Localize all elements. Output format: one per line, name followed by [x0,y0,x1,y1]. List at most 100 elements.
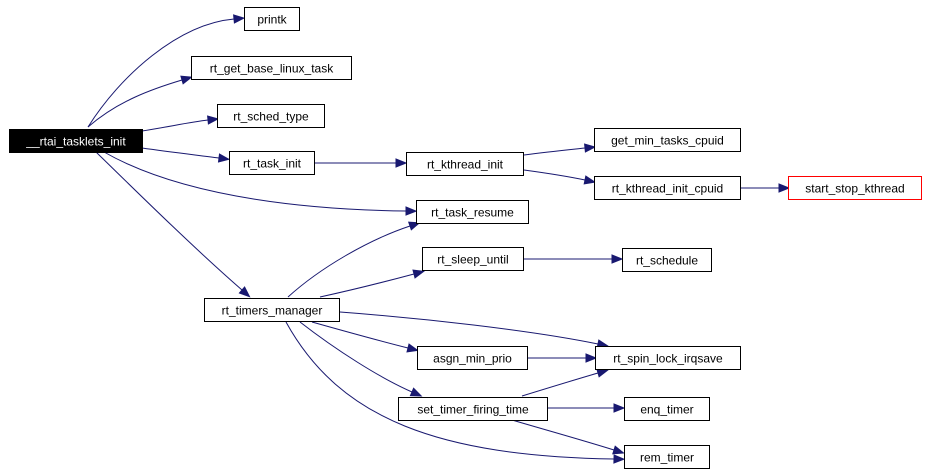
node-rt-kthread-init-cpuid[interactable]: rt_kthread_init_cpuid [594,176,741,200]
node-asgn-min-prio[interactable]: asgn_min_prio [417,346,528,370]
node-rt-sched-type[interactable]: rt_sched_type [217,104,325,128]
edge-line [319,273,415,298]
edge-rt_kthread_init_cpuid-to-start_stop_kthread [741,183,791,193]
arrowhead [613,454,626,464]
node-rt-spin-lock-irqsave[interactable]: rt_spin_lock_irqsave [595,346,741,370]
node-box[interactable] [624,397,710,421]
edge-rtai_tasklets_init-to-rt_timers_manager [95,151,251,298]
edge-line [299,321,413,393]
node-label: printk [257,13,287,27]
arrowhead [596,368,609,378]
arrowhead [238,286,251,298]
node-box[interactable] [204,298,340,322]
edge-rt_kthread_init-to-rt_kthread_init_cpuid [523,169,597,185]
edge-set_timer_firing_time-to-rt_spin_lock_irqsave [521,368,609,397]
edge-line [141,147,220,159]
edge-line [285,321,615,460]
node-box[interactable] [788,176,922,200]
node-box[interactable] [9,129,143,153]
node-box[interactable] [416,200,529,224]
edge-rt_sleep_until-to-rt_schedule [524,254,624,264]
node-label: rt_spin_lock_irqsave [613,352,723,366]
edge-rt_timers_manager-to-asgn_min_prio [311,321,419,353]
node-label: rem_timer [640,451,694,465]
edge-rt_timers_manager-to-set_timer_firing_time [299,321,423,397]
edge-line [287,225,411,298]
node-layer: __rtai_tasklets_init printk rt_get_base_li… [9,7,922,469]
arrowhead [180,75,193,85]
node-rt-sleep-until[interactable]: rt_sleep_until [422,247,524,271]
node-box[interactable] [594,128,741,152]
edge-line [311,321,409,349]
node-box[interactable] [595,346,741,370]
edge-line [521,372,599,397]
node-get-min-tasks-cpuid[interactable]: get_min_tasks_cpuid [594,128,741,152]
edge-line [103,151,407,212]
node-label: __rtai_tasklets_init [25,135,126,149]
node-label: start_stop_kthread [805,182,904,196]
edge-rt_timers_manager-to-rt_sleep_until [319,269,425,298]
node-box[interactable] [217,104,325,128]
node-start-stop-kthread[interactable]: start_stop_kthread [788,176,922,200]
edge-layer [87,14,791,464]
edge-line [523,169,586,181]
edge-line [87,18,235,128]
node-rt-get-base-linux-task[interactable]: rt_get_base_linux_task [191,56,352,80]
edge-set_timer_firing_time-to-rem_timer [511,419,625,455]
node-box[interactable] [244,7,300,31]
node-rt-timers-manager[interactable]: rt_timers_manager [204,298,340,322]
node-rt-task-init[interactable]: rt_task_init [229,151,315,175]
edge-rtai_tasklets_init-to-printk [87,14,246,128]
edge-line [95,151,243,291]
node-rtai-tasklets-init[interactable]: __rtai_tasklets_init [9,129,143,153]
node-label: rt_get_base_linux_task [210,62,334,76]
node-label: set_timer_firing_time [417,403,529,417]
node-box[interactable] [191,56,352,80]
arrowhead [412,269,425,279]
node-rem-timer[interactable]: rem_timer [624,445,710,469]
edge-rt_timers_manager-to-rem_timer [285,321,626,464]
edge-asgn_min_prio-to-rt_spin_lock_irqsave [528,353,598,363]
node-label: rt_schedule [636,254,698,268]
node-enq-timer[interactable]: enq_timer [624,397,710,421]
node-label: asgn_min_prio [433,352,512,366]
edge-set_timer_firing_time-to-enq_timer [548,403,626,413]
arrowhead [207,115,220,125]
arrowhead [406,343,419,353]
node-box[interactable] [229,151,315,175]
arrowhead [217,153,231,163]
node-printk[interactable]: printk [244,7,300,31]
node-rt-schedule[interactable]: rt_schedule [622,248,712,272]
edge-rtai_tasklets_init-to-rt_task_resume [103,151,418,216]
node-box[interactable] [624,445,710,469]
edge-rtai_tasklets_init-to-rt_task_init [141,147,231,163]
node-rt-kthread-init[interactable]: rt_kthread_init [406,152,524,176]
edge-rtai_tasklets_init-to-rt_get_base_linux_task [87,75,193,128]
node-box[interactable] [422,247,524,271]
arrowhead [612,445,625,455]
arrowhead [583,175,597,185]
node-rt-task-resume[interactable]: rt_task_resume [416,200,529,224]
arrowhead [395,158,408,168]
edge-line [523,147,586,156]
node-box[interactable] [406,152,524,176]
edge-rt_timers_manager-to-rt_spin_lock_irqsave [339,311,610,349]
node-label: rt_sched_type [233,110,309,124]
edge-line [141,119,209,132]
node-box[interactable] [622,248,712,272]
node-box[interactable] [417,346,528,370]
edge-line [87,79,183,128]
arrowhead [233,14,246,24]
edge-rt_task_init-to-rt_kthread_init [315,158,408,168]
node-box[interactable] [594,176,741,200]
arrowhead [584,143,597,153]
node-label: rt_task_resume [431,206,514,220]
node-label: enq_timer [640,403,693,417]
arrowhead [613,403,626,413]
node-label: rt_sleep_until [437,253,508,267]
edge-rt_timers_manager-to-rt_task_resume [287,221,421,298]
arrowhead [778,183,791,193]
node-box[interactable] [398,397,548,421]
node-set-timer-firing-time[interactable]: set_timer_firing_time [398,397,548,421]
